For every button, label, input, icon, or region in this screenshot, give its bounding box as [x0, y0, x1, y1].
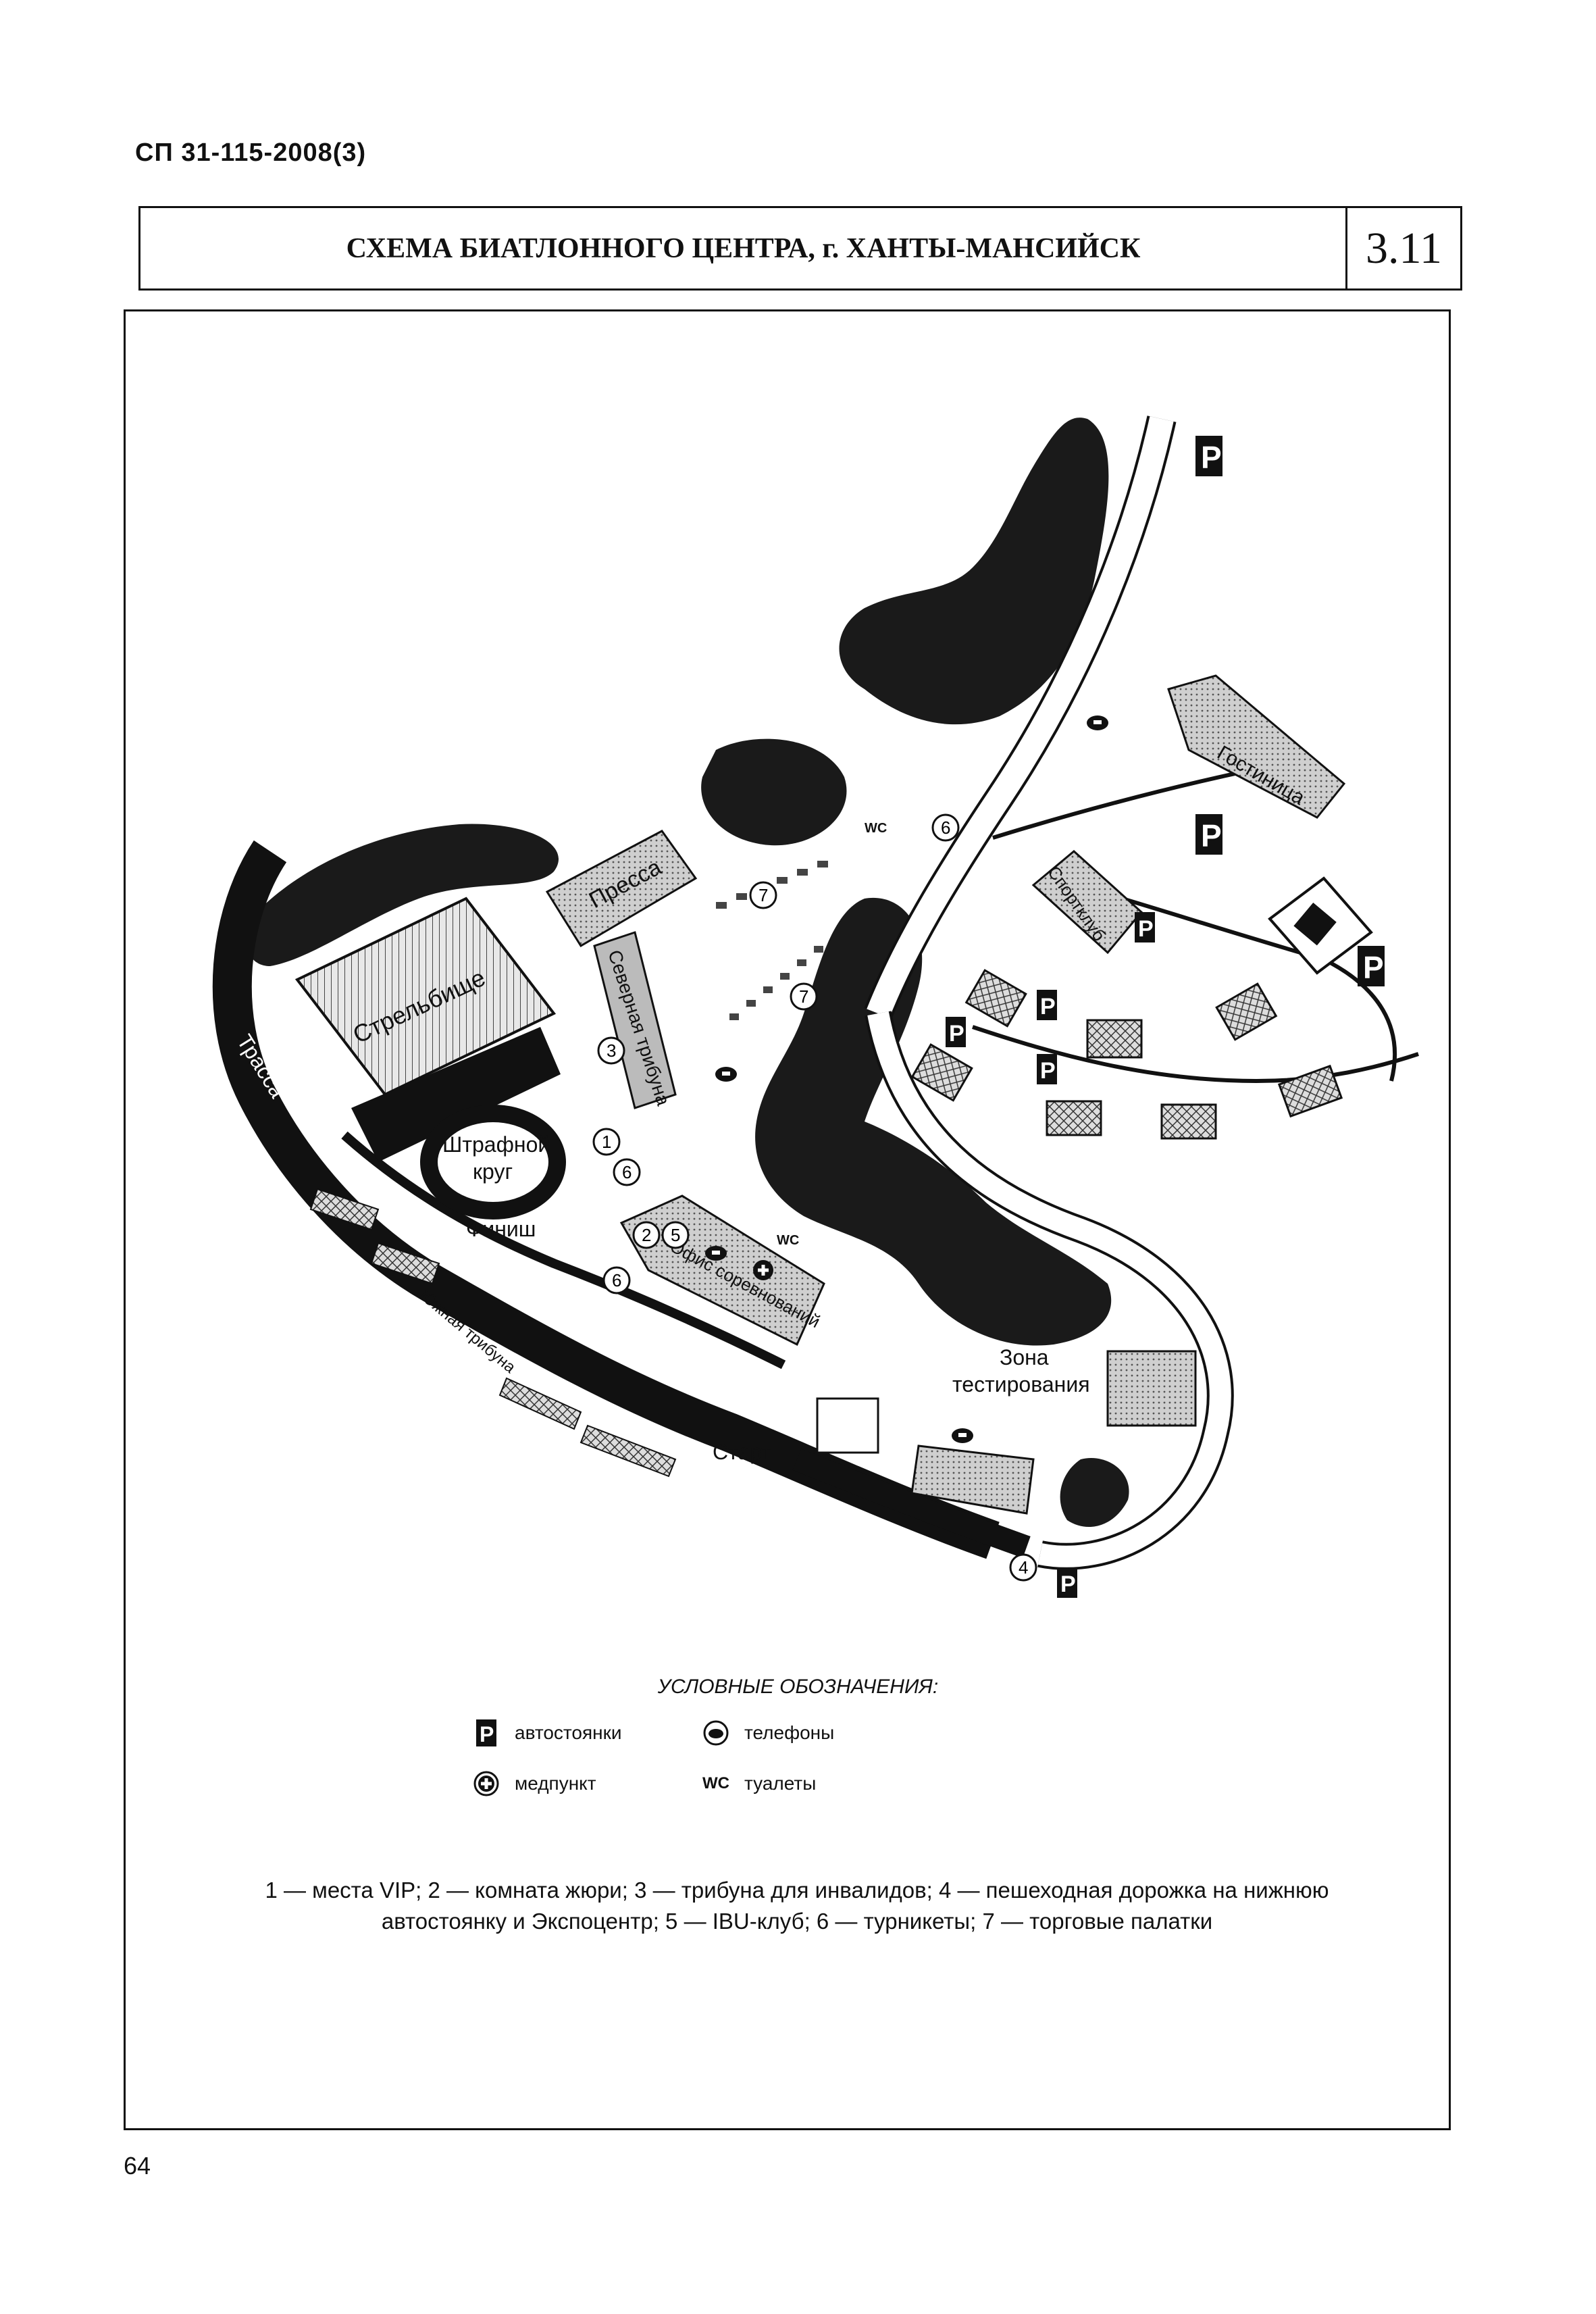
legend-parking-label: автостоянки	[515, 1722, 622, 1743]
parking-icon: P	[1037, 1054, 1057, 1084]
lower-road	[972, 1025, 1419, 1084]
svg-text:1: 1	[602, 1132, 611, 1152]
notes-line-2: автостоянку и Экспоцентр; 5 — IBU-клуб; …	[381, 1909, 1213, 1934]
south-stand	[309, 1188, 677, 1478]
shooting-range	[294, 897, 561, 1162]
parking-signs: P P P P P P P P	[946, 436, 1385, 1598]
legend-first-aid-label: медпункт	[515, 1773, 596, 1794]
parking-icon: P	[1135, 912, 1155, 942]
first-aid-icon	[753, 1260, 773, 1280]
page-number: 64	[124, 2152, 151, 2180]
forest-south-east	[1060, 1458, 1129, 1527]
start-line	[792, 1449, 1031, 1559]
label-testing-zone-1: Зона	[1000, 1345, 1049, 1369]
legend-wc-label: туалеты	[744, 1773, 817, 1794]
marker-6: 6	[931, 813, 960, 842]
title-box: СХЕМА БИАТЛОННОГО ЦЕНТРА, г. ХАНТЫ-МАНСИ…	[138, 206, 1462, 291]
south-building	[910, 1444, 1035, 1515]
roads	[864, 416, 1419, 1570]
main-road-inner	[867, 416, 1174, 1018]
telephone-icon	[702, 1719, 729, 1746]
press-building	[545, 830, 698, 948]
first-aid-icon	[473, 1770, 500, 1797]
testing-zone-building	[1106, 1350, 1197, 1427]
central-block-core	[1293, 903, 1337, 946]
svg-text:P: P	[1040, 1058, 1056, 1084]
telephone-icon	[705, 1246, 727, 1261]
forest-north	[839, 418, 1109, 725]
parking-icon: P	[1195, 436, 1222, 476]
svg-text:P: P	[1201, 440, 1222, 475]
legend-title: УСЛОВНЫЕ ОБОЗНАЧЕНИЯ:	[657, 1676, 939, 1698]
svg-text:P: P	[949, 1021, 964, 1047]
start-area	[816, 1397, 879, 1454]
label-start: Старт	[713, 1440, 771, 1464]
parking-icon: P	[1358, 946, 1385, 986]
label-wc-office: WC	[777, 1233, 799, 1248]
telephone-icon	[715, 1067, 737, 1082]
cottages	[910, 969, 1343, 1140]
wc-icon: WC	[702, 1774, 729, 1792]
parking-icon: P	[1037, 990, 1057, 1020]
legend-telephone: телефоны	[702, 1719, 834, 1746]
legend-telephone-label: телефоны	[744, 1722, 835, 1743]
svg-text:P: P	[480, 1722, 494, 1746]
penalty-loop	[420, 1105, 566, 1219]
svg-text:4: 4	[1019, 1557, 1028, 1578]
marker-1: 1	[592, 1128, 621, 1156]
notes-line-1: 1 — места VIP; 2 — комната жюри; 3 — три…	[265, 1878, 1329, 1903]
parking-icon: P	[473, 1719, 500, 1746]
marker-3: 3	[597, 1036, 625, 1065]
svg-text:P: P	[1201, 818, 1222, 853]
telephone-icon	[952, 1428, 973, 1443]
svg-text:6: 6	[941, 818, 950, 838]
label-wc-north: WC	[865, 821, 887, 836]
parking-icon: P	[1195, 814, 1222, 855]
label-finish: Финиш	[466, 1217, 536, 1241]
svg-text:P: P	[1363, 950, 1384, 985]
marker-7: 7	[790, 982, 818, 1011]
map-frame	[124, 309, 1451, 2130]
marker-6: 6	[602, 1266, 631, 1294]
svg-text:P: P	[1138, 916, 1154, 942]
parking-icon: P	[1057, 1567, 1077, 1598]
label-penalty-loop-1: Штрафной	[442, 1132, 550, 1157]
marker-6: 6	[613, 1158, 641, 1186]
marker-7: 7	[749, 881, 777, 909]
svg-text:2: 2	[642, 1225, 651, 1245]
label-testing-zone-2: тестирования	[952, 1372, 1090, 1397]
marker-5: 5	[661, 1221, 690, 1249]
track-inner-edge	[341, 1131, 786, 1369]
marker-4: 4	[1009, 1553, 1037, 1582]
svg-text:P: P	[1060, 1571, 1076, 1597]
page-title: СХЕМА БИАТЛОННОГО ЦЕНТРА, г. ХАНТЫ-МАНСИ…	[346, 232, 1141, 264]
legend-parking: P автостоянки	[473, 1719, 622, 1746]
map-service-icons	[705, 715, 1108, 1443]
forest-west	[246, 824, 559, 966]
sheet-number: 3.11	[1345, 208, 1460, 288]
forest-areas	[246, 418, 1129, 1527]
svg-text:6: 6	[612, 1270, 621, 1290]
hotel-building	[1167, 674, 1346, 819]
marker-2: 2	[632, 1221, 661, 1249]
svg-text:7: 7	[799, 986, 808, 1007]
forest-small	[701, 738, 847, 846]
svg-text:5: 5	[671, 1225, 680, 1245]
svg-text:3: 3	[607, 1040, 616, 1061]
svg-text:P: P	[1040, 994, 1056, 1020]
numbered-markers: 1 2 3 4 5 6 6 6 7 7	[592, 813, 1037, 1582]
svg-text:6: 6	[622, 1162, 632, 1182]
map-notes: 1 — места VIP; 2 — комната жюри; 3 — три…	[162, 1875, 1432, 1937]
forest-central	[755, 897, 1112, 1346]
svg-text:7: 7	[758, 885, 768, 905]
loop-road-inner	[867, 1011, 1231, 1567]
legend-first-aid: медпункт	[473, 1770, 596, 1797]
label-penalty-loop-2: круг	[473, 1159, 513, 1184]
parking-icon: P	[946, 1017, 966, 1047]
legend-wc: WC туалеты	[702, 1770, 816, 1797]
document-code: СП 31-115-2008(3)	[135, 139, 367, 167]
telephone-icon	[1087, 715, 1108, 730]
